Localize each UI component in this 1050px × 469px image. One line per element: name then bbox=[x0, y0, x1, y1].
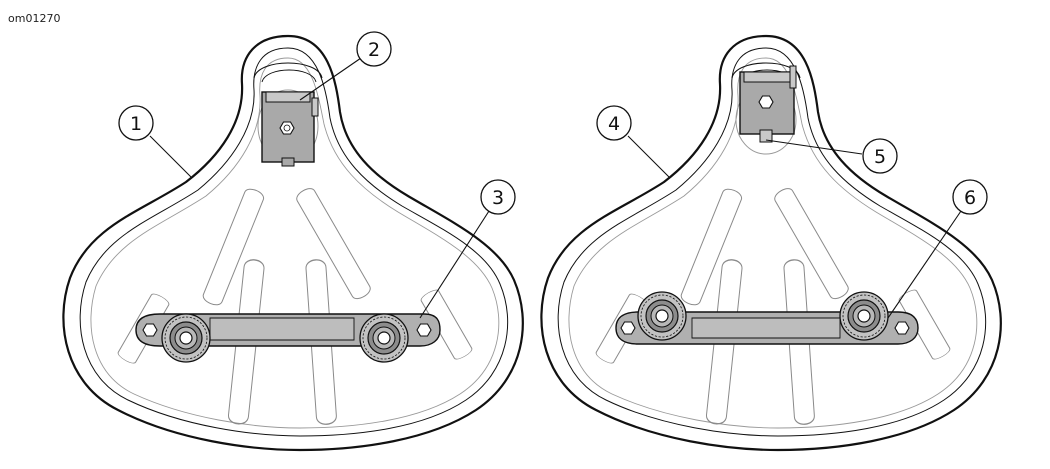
callout-5-label: 5 bbox=[874, 146, 886, 168]
seat-bar-right bbox=[615, 291, 919, 345]
callout-5: 5 bbox=[862, 138, 898, 174]
seat-left bbox=[62, 34, 524, 452]
callout-4-label: 4 bbox=[608, 113, 620, 135]
callout-4: 4 bbox=[596, 105, 632, 141]
seat-clamp-left bbox=[257, 89, 319, 167]
callout-6-label: 6 bbox=[964, 187, 976, 209]
seat-clamp-right bbox=[735, 65, 797, 155]
callout-6: 6 bbox=[952, 179, 988, 215]
callout-1-label: 1 bbox=[130, 113, 142, 135]
callout-2: 2 bbox=[356, 31, 392, 67]
callout-leaders bbox=[149, 57, 962, 319]
callout-1: 1 bbox=[118, 105, 154, 141]
callout-3-label: 3 bbox=[492, 187, 504, 209]
callout-2-label: 2 bbox=[368, 39, 380, 61]
callout-3: 3 bbox=[480, 179, 516, 215]
seat-bar-left bbox=[135, 313, 441, 363]
seat-right bbox=[540, 34, 1002, 452]
figure-id: om01270 bbox=[8, 12, 61, 25]
